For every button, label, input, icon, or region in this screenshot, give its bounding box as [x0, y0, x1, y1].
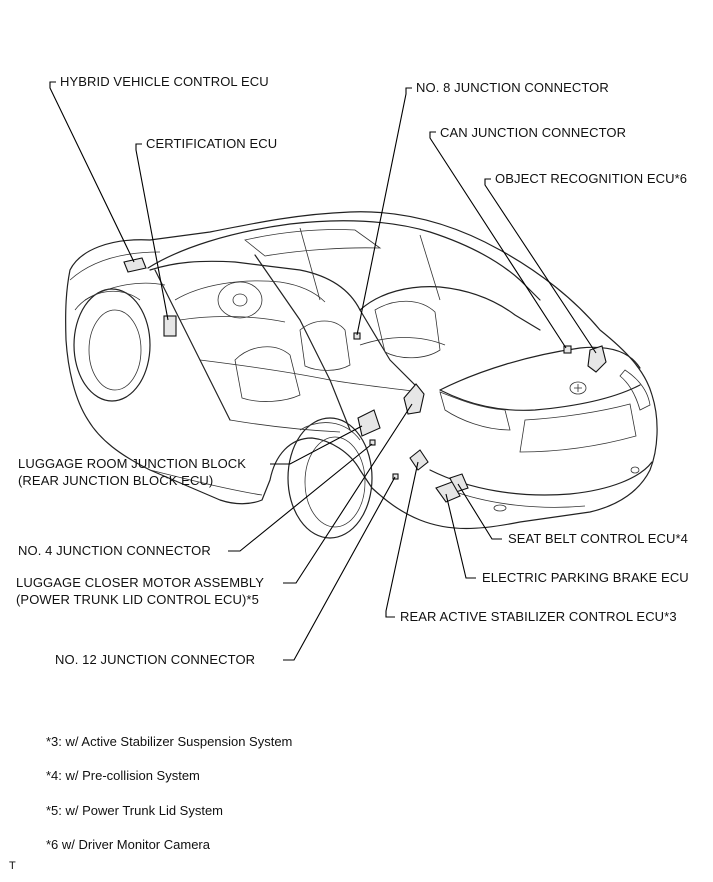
object-recognition-ecu-part [587, 345, 607, 373]
label-hybrid-vehicle-control-ecu: HYBRID VEHICLE CONTROL ECU [60, 74, 269, 89]
label-rear-junction-block-ecu: (REAR JUNCTION BLOCK ECU) [18, 473, 214, 488]
no4-connector-part [369, 439, 376, 446]
label-no8-junction-connector: NO. 8 JUNCTION CONNECTOR [416, 80, 609, 95]
label-seat-belt-control-ecu: SEAT BELT CONTROL ECU*4 [508, 531, 689, 546]
closer-motor-part [403, 383, 425, 415]
corner-mark: T [9, 860, 16, 872]
footnote-5: *5: w/ Power Trunk Lid System [46, 803, 224, 818]
label-power-trunk-lid-ecu: (POWER TRUNK LID CONTROL ECU)*5 [16, 592, 259, 607]
can-connector-part [563, 345, 572, 354]
label-luggage-closer-motor: LUGGAGE CLOSER MOTOR ASSEMBLY [16, 575, 265, 590]
label-certification-ecu: CERTIFICATION ECU [146, 136, 278, 151]
footnote-6: *6 w/ Driver Monitor Camera [46, 837, 210, 852]
luggage-block-part [357, 409, 381, 437]
label-object-recognition-ecu: OBJECT RECOGNITION ECU*6 [495, 171, 688, 186]
certification-ecu-part [163, 315, 177, 337]
car-illustration [65, 211, 658, 539]
no12-connector-part [392, 473, 399, 480]
footnote-4: *4: w/ Pre-collision System [46, 768, 200, 783]
label-rear-active-stabilizer-ecu: REAR ACTIVE STABILIZER CONTROL ECU*3 [400, 609, 677, 624]
components [123, 257, 607, 503]
label-no12-junction-connector: NO. 12 JUNCTION CONNECTOR [55, 652, 256, 667]
label-luggage-room-junction-block: LUGGAGE ROOM JUNCTION BLOCK [18, 456, 247, 471]
parking-brake-ecu-part [435, 481, 461, 503]
hybrid-ecu-part [123, 257, 147, 273]
label-can-junction-connector: CAN JUNCTION CONNECTOR [440, 125, 627, 140]
footnote-3: *3: w/ Active Stabilizer Suspension Syst… [46, 734, 293, 749]
stabilizer-ecu-part [409, 449, 429, 471]
leader-lines [49, 81, 597, 661]
label-electric-parking-brake-ecu: ELECTRIC PARKING BRAKE ECU [482, 570, 689, 585]
label-no4-junction-connector: NO. 4 JUNCTION CONNECTOR [18, 543, 211, 558]
